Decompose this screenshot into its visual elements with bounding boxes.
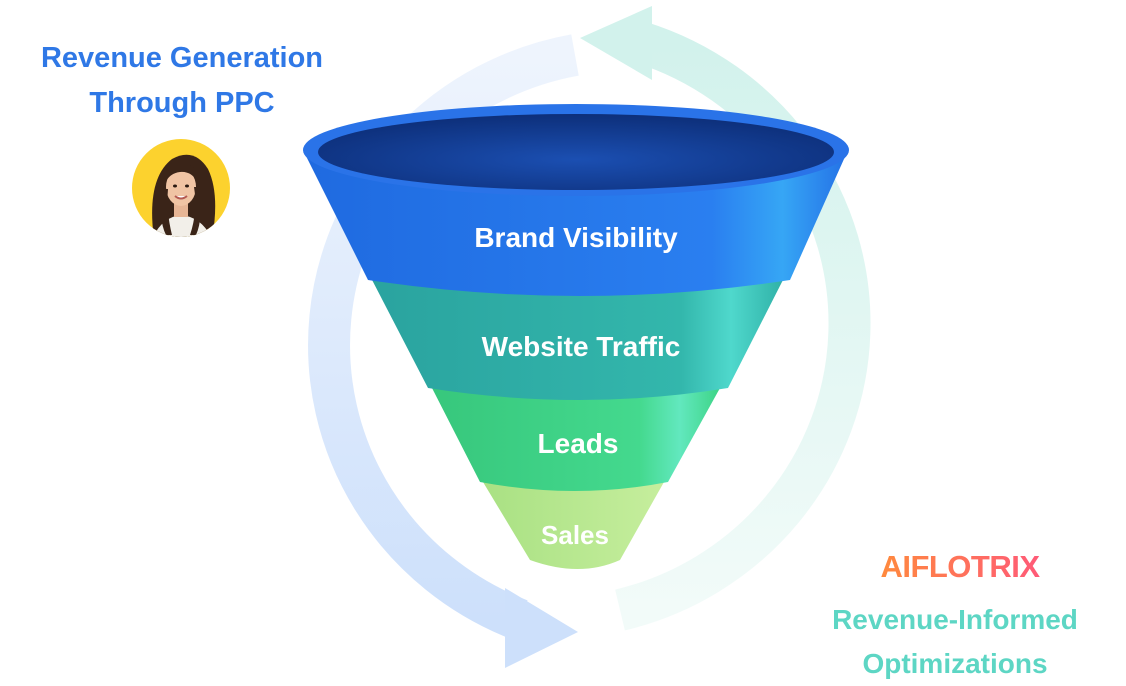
page-subtitle: Revenue-Informed Optimizations [832, 604, 1078, 679]
stage-label-website-traffic: Website Traffic [481, 331, 681, 362]
cycle-arrow-icon [580, 6, 652, 80]
funnel-mouth [318, 114, 834, 190]
avatar [132, 139, 230, 237]
funnel [303, 104, 849, 569]
funnel-stage-leads [432, 388, 720, 491]
cycle-arrow-right [615, 21, 871, 631]
stage-label-leads: Leads [537, 428, 619, 459]
brand-logo-text: AIFLOTRIX [880, 549, 1040, 584]
cycle-arrows [308, 6, 871, 668]
svg-text:AIFLOTRIX: AIFLOTRIX [880, 549, 1040, 584]
brand-logo: AIFLOTRIX [850, 545, 1070, 593]
stage-label-sales: Sales [541, 520, 609, 550]
stage-label-brand-visibility: Brand Visibility [474, 222, 678, 253]
person-avatar-icon [152, 154, 216, 237]
cycle-arrow-left [308, 34, 579, 640]
page-title: Revenue Generation Through PPC [40, 42, 324, 119]
funnel-stage-sales [483, 482, 664, 569]
cycle-arrow-icon [505, 588, 578, 668]
funnel-stage-website-traffic [370, 276, 785, 400]
